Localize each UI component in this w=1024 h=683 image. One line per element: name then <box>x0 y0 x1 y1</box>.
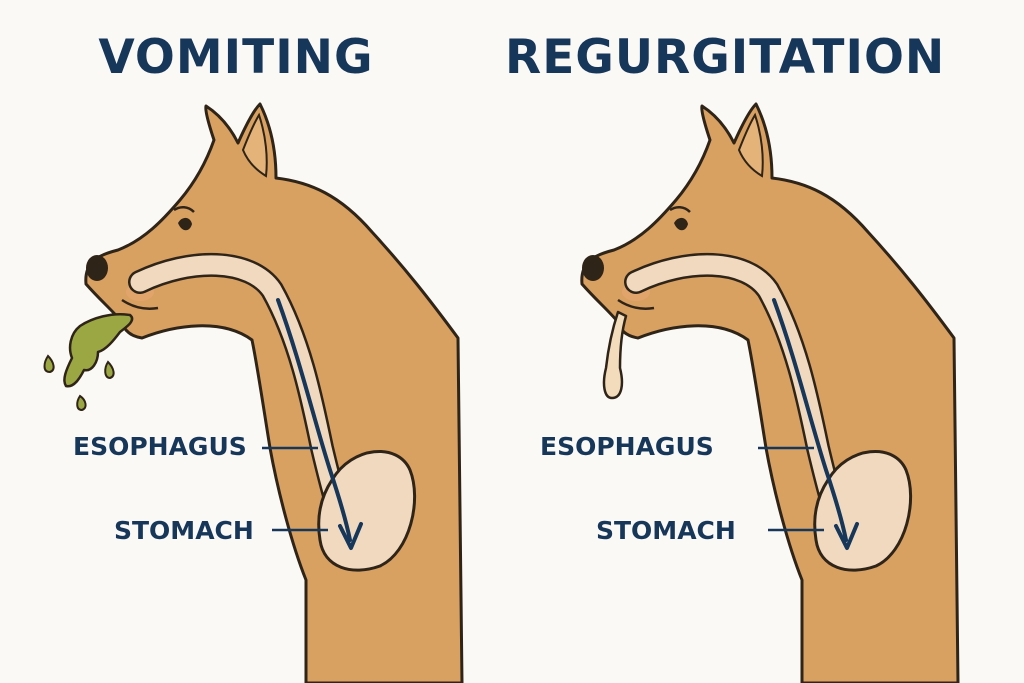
panel-title-vomiting: VOMITING <box>98 30 374 85</box>
dog-vomiting-illustration <box>43 104 463 683</box>
saliva-drip <box>602 310 628 400</box>
label-esophagus-right: ESOPHAGUS <box>540 432 714 461</box>
panel-title-regurgitation: REGURGITATION <box>505 30 946 85</box>
vomit-splash <box>43 313 134 412</box>
dog-regurgitating-illustration <box>582 104 958 683</box>
label-esophagus-left: ESOPHAGUS <box>73 432 247 461</box>
label-stomach-right: STOMACH <box>596 516 736 545</box>
label-stomach-left: STOMACH <box>114 516 254 545</box>
